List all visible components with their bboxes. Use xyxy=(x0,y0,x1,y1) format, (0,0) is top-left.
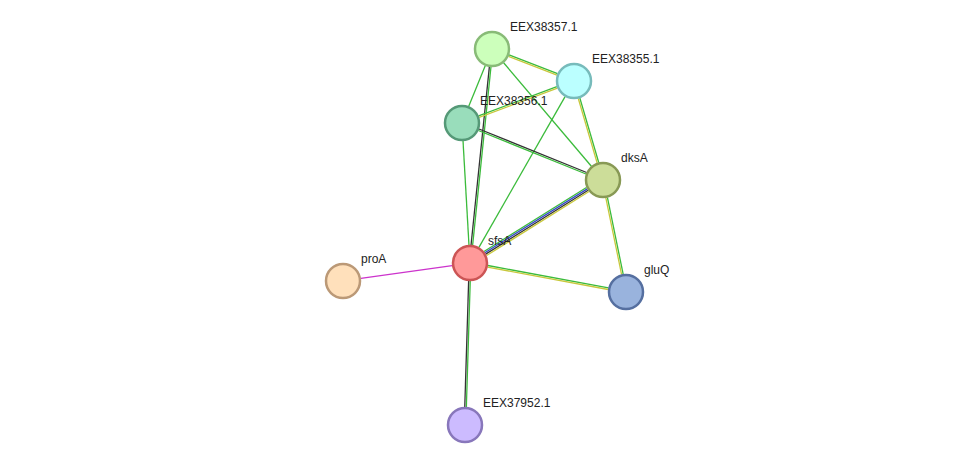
protein-node: EEX38355.1 xyxy=(556,63,592,99)
node-circle xyxy=(325,263,361,299)
protein-node: proA xyxy=(325,263,361,299)
evidence-line xyxy=(486,190,588,254)
protein-label: dksA xyxy=(621,151,648,165)
node-circle-shape xyxy=(326,264,360,298)
evidence-line xyxy=(465,281,469,407)
node-circle xyxy=(452,245,488,281)
interaction-edge xyxy=(465,281,470,407)
interaction-edge xyxy=(504,63,592,167)
protein-node: gluQ xyxy=(608,274,644,310)
evidence-line xyxy=(463,141,469,245)
node-circle xyxy=(608,274,644,310)
protein-label: EEX38357.1 xyxy=(510,20,577,34)
evidence-line xyxy=(504,63,592,167)
node-circle xyxy=(447,407,483,443)
evidence-line xyxy=(487,192,589,256)
interaction-edge xyxy=(361,266,452,279)
evidence-line xyxy=(488,267,609,289)
node-circle-shape xyxy=(609,275,643,309)
evidence-line xyxy=(473,67,491,245)
protein-label: sfsA xyxy=(488,234,511,248)
evidence-line xyxy=(479,87,557,116)
node-circle-shape xyxy=(475,32,509,66)
evidence-line xyxy=(485,189,587,253)
node-circle-shape xyxy=(448,408,482,442)
evidence-line xyxy=(478,130,586,174)
evidence-line xyxy=(508,56,556,75)
node-circle xyxy=(556,63,592,99)
protein-label: EEX37952.1 xyxy=(483,396,550,410)
evidence-line xyxy=(578,98,597,162)
evidence-line xyxy=(488,266,609,288)
interaction-edge xyxy=(478,129,586,174)
evidence-line xyxy=(606,198,622,275)
interaction-edge xyxy=(606,197,623,274)
interaction-edge xyxy=(488,266,609,290)
evidence-line xyxy=(484,187,586,251)
node-circle-shape xyxy=(453,246,487,280)
protein-label: EEX38355.1 xyxy=(592,52,659,66)
interaction-edge xyxy=(479,87,558,118)
evidence-line xyxy=(607,197,623,274)
evidence-line xyxy=(479,88,557,117)
node-circle xyxy=(444,105,480,141)
protein-label: EEX38356.1 xyxy=(480,94,547,108)
node-circle-shape xyxy=(557,64,591,98)
node-circle xyxy=(585,162,621,198)
interaction-edge xyxy=(578,98,598,163)
evidence-line xyxy=(509,55,557,74)
protein-node: EEX38357.1 xyxy=(474,31,510,67)
evidence-line xyxy=(361,266,452,279)
interaction-edge xyxy=(508,55,557,75)
node-circle-shape xyxy=(445,106,479,140)
protein-node: dksA xyxy=(585,162,621,198)
node-circle xyxy=(474,31,510,67)
node-circle-shape xyxy=(586,163,620,197)
interaction-edge xyxy=(463,141,469,245)
protein-label: proA xyxy=(361,252,386,266)
protein-node: EEX38356.1 xyxy=(444,105,480,141)
interaction-edge xyxy=(484,187,589,255)
evidence-line xyxy=(479,129,587,173)
protein-label: gluQ xyxy=(644,263,669,277)
evidence-line xyxy=(580,98,599,162)
protein-node: sfsA xyxy=(452,245,488,281)
protein-node: EEX37952.1 xyxy=(447,407,483,443)
